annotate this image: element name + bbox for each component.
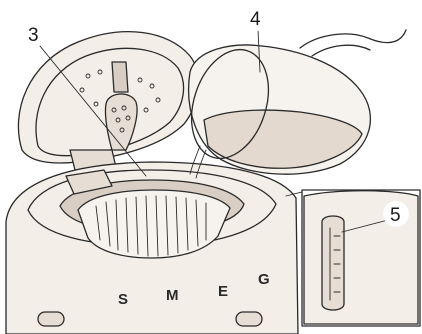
appliance-body [6, 162, 298, 334]
open-lid [18, 32, 198, 182]
lid-hinge-top [112, 62, 128, 92]
callout-5: 5 [390, 205, 401, 226]
callout-4: 4 [250, 9, 261, 30]
logo-letter: M [166, 287, 179, 304]
logo-letter: E [218, 283, 228, 300]
callout-3: 3 [28, 25, 39, 46]
logo-letter: S [118, 291, 128, 308]
water-level-window [322, 216, 344, 310]
water-jug [178, 30, 406, 178]
logo-letter: G [258, 271, 270, 288]
